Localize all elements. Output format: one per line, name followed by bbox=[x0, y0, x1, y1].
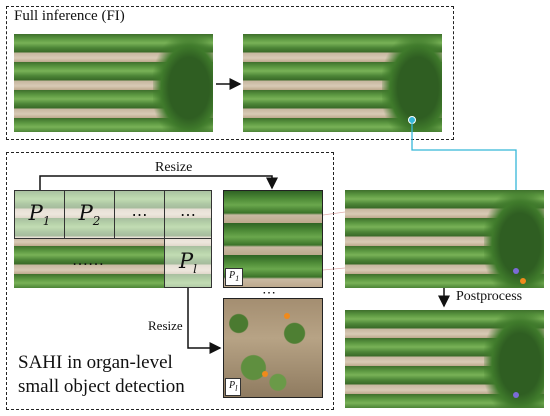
mapping-line bbox=[322, 267, 346, 271]
sahi-title-line2: small object detection bbox=[18, 376, 185, 397]
sahi-title-line1: SAHI in organ-level bbox=[18, 352, 173, 373]
crop-pl-label: Pl bbox=[225, 378, 242, 396]
fi-input-image bbox=[14, 34, 213, 132]
postprocess-label: Postprocess bbox=[456, 289, 523, 304]
fi-output-image bbox=[243, 34, 442, 132]
detection-marker bbox=[262, 371, 268, 377]
detection-marker bbox=[284, 313, 290, 319]
slice-pl: Pl bbox=[164, 238, 212, 288]
resize-top-arrow bbox=[39, 175, 278, 190]
crop-pl-image: Pl bbox=[223, 298, 323, 398]
merged-detection-image bbox=[345, 190, 544, 288]
slice-ellipsis-a: ⋯ bbox=[114, 190, 165, 239]
resize-left-arrow bbox=[187, 288, 222, 354]
full-inference-panel bbox=[6, 6, 454, 140]
crop-p1-image: P1 bbox=[223, 190, 323, 288]
fi-to-merge-connector bbox=[411, 122, 517, 190]
slice-p2: P2 bbox=[64, 190, 115, 239]
detection-marker bbox=[520, 278, 526, 284]
slice-p2-label: P2 bbox=[78, 200, 101, 229]
slice-ellipsis-b: ⋯ bbox=[164, 190, 212, 239]
final-output-image bbox=[345, 310, 544, 408]
crop-ellipsis: ⋯ bbox=[262, 286, 276, 301]
resize-left-label: Resize bbox=[148, 318, 183, 333]
crop-p1-label: P1 bbox=[225, 268, 244, 286]
full-inference-title: Full inference (FI) bbox=[14, 8, 125, 24]
detection-marker bbox=[513, 268, 519, 274]
slice-p1-label: P1 bbox=[28, 200, 51, 229]
slice-pl-label: Pl bbox=[179, 249, 197, 277]
mapping-line bbox=[322, 211, 346, 216]
detection-marker bbox=[513, 392, 519, 398]
resize-top-label: Resize bbox=[155, 160, 193, 175]
sahi-panel bbox=[6, 152, 334, 410]
slice-row-ellipsis: …… bbox=[72, 252, 104, 269]
